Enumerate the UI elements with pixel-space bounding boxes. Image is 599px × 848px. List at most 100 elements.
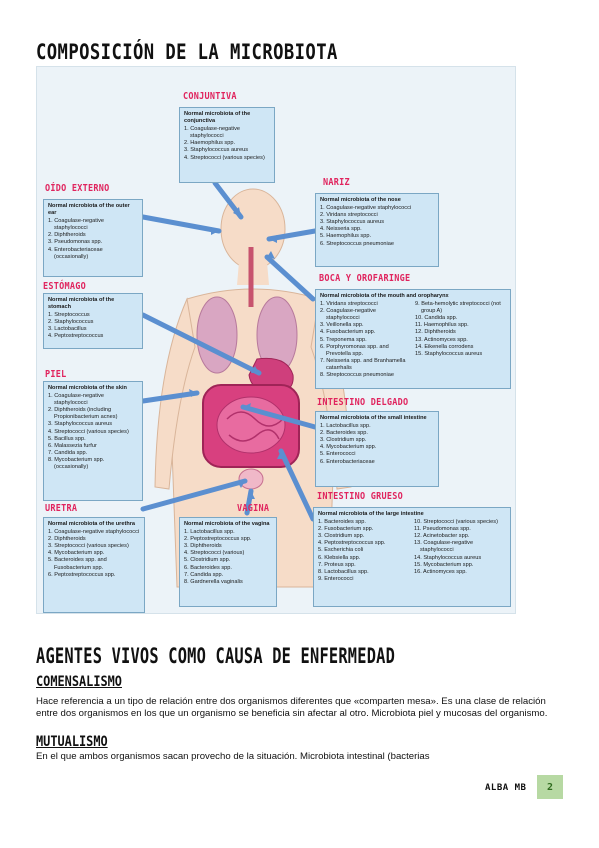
list-item: 4. Mycobacterium spp. xyxy=(320,444,377,451)
list-item: 7. Neisseria spp. and Branhamella catarr… xyxy=(320,357,406,371)
list-item: 2. Peptostreptococcus spp. xyxy=(184,536,252,543)
page-title: COMPOSICIÓN DE LA MICROBIOTA xyxy=(36,40,338,64)
comensalismo-paragraph: Hace referencia a un tipo de relación en… xyxy=(36,696,548,719)
list-item: 9. Enterococci xyxy=(318,575,354,582)
author-name: ALBA MB xyxy=(485,783,527,793)
small-intestine-box: Normal microbiota of the small intestine… xyxy=(315,411,439,487)
list-item: 8. Lactobacillus spp. xyxy=(318,568,369,575)
list-item: 6. Bacteroides spp. xyxy=(184,564,232,571)
list-item: 6. Klebsiella spp. xyxy=(318,554,361,561)
section-title: AGENTES VIVOS COMO CAUSA DE ENFERMEDAD xyxy=(36,644,396,668)
label-conjuntiva: CONJUNTIVA xyxy=(183,91,237,102)
stomach-box: Normal microbiota of the stomach 1. Stre… xyxy=(43,293,143,349)
list-item: 4. Enterobacteriaceae (occasionally) xyxy=(48,246,103,260)
label-nariz: NARIZ xyxy=(323,177,350,188)
list-item: 16. Actinomyces spp. xyxy=(414,568,467,575)
urethra-box-title: Normal microbiota of the urethra xyxy=(48,521,136,527)
list-item: 6. Porphyromonas spp. and Prevotella spp… xyxy=(320,343,389,357)
list-item: 13. Coagulase-negative staphylococci xyxy=(414,540,474,554)
list-item: 12. Acinetobacter spp. xyxy=(414,533,470,540)
skin-box-title: Normal microbiota of the skin xyxy=(48,385,127,391)
list-item: 7. Proteus spp. xyxy=(318,561,356,568)
list-item: 2. Staphylococcus xyxy=(48,319,94,326)
list-item: 8. Mycobacterium spp. (occasionally) xyxy=(48,456,105,471)
label-estomago: ESTÓMAGO xyxy=(43,281,86,292)
list-item: 5. Bacteroides spp. and Fusobacterium sp… xyxy=(48,557,107,571)
conjunctiva-box-title: Normal microbiota of the conjunctiva xyxy=(184,111,251,125)
list-item: 15. Mycobacterium spp. xyxy=(414,561,474,568)
list-item: 1. Lactobacillus spp. xyxy=(320,423,371,430)
list-item: 2. Viridans streptococci xyxy=(320,212,378,219)
list-item: 6. Malassezia furfur xyxy=(48,442,97,449)
microbiota-figure: CONJUNTIVA OÍDO EXTERNO NARIZ BOCA Y ORO… xyxy=(36,66,516,614)
list-item: 8. Gardnerella vaginalis xyxy=(184,578,243,585)
list-item: 10. Streptococci (various species) xyxy=(414,519,498,526)
list-item: 1. Viridans streptococci xyxy=(320,301,378,308)
page-number: 2 xyxy=(537,775,563,799)
label-intestino-delgado: INTESTINO DELGADO xyxy=(317,397,409,408)
list-item: 7. Candida spp. xyxy=(184,571,224,578)
comensalismo-heading: COMENSALISMO xyxy=(36,674,122,690)
list-item: 1. Coagulase-negative staphylococci xyxy=(48,393,104,407)
large-intestine-box: Normal microbiota of the large intestine… xyxy=(313,507,511,607)
list-item: 4. Fusobacterium spp. xyxy=(320,329,376,336)
list-item: 5. Treponema spp. xyxy=(320,336,367,343)
label-piel: PIEL xyxy=(45,369,67,380)
list-item: 5. Haemophilus spp. xyxy=(320,233,371,240)
label-oido-externo: OÍDO EXTERNO xyxy=(45,183,110,194)
list-item: 5. Clostridium spp. xyxy=(184,557,231,564)
list-item: 5. Enterococci xyxy=(320,451,356,458)
list-item: 4. Mycobacterium spp. xyxy=(48,550,105,557)
list-item: 14. Eikenella corrodens xyxy=(415,343,474,350)
list-item: 12. Diphtheroids xyxy=(415,329,456,336)
list-item: 4. Neisseria spp. xyxy=(320,226,362,233)
list-item: 4. Peptostreptococcus xyxy=(48,333,104,340)
list-item: 10. Candida spp. xyxy=(415,315,458,322)
list-item: 6. Enterobacteriaceae xyxy=(320,458,375,465)
list-item: 1. Coagulase-negative staphylococci xyxy=(48,218,104,232)
list-item: 14. Staphylococcus aureus xyxy=(414,554,482,561)
mutualismo-heading: MUTUALISMO xyxy=(36,734,108,750)
list-item: 4. Streptococci (various species) xyxy=(184,154,265,161)
list-item: 13. Actinomyces spp. xyxy=(415,336,468,343)
vagina-box-title: Normal microbiota of the vagina xyxy=(184,521,270,527)
mouth-box: Normal microbiota of the mouth and oroph… xyxy=(315,289,511,389)
list-item: 3. Lactobacillus xyxy=(48,326,87,333)
mouth-box-title: Normal microbiota of the mouth and oroph… xyxy=(320,293,449,299)
list-item: 2. Bacteroides spp. xyxy=(320,430,368,437)
list-item: 4. Streptococci (various species) xyxy=(48,428,129,435)
list-item: 2. Diphtheroids xyxy=(48,232,86,239)
list-item: 6. Peptostreptococcus spp. xyxy=(48,571,116,578)
list-item: 3. Staphylococcus aureus xyxy=(320,219,385,226)
list-item: 3. Staphylococcus aureus xyxy=(184,147,249,154)
conjunctiva-box: Normal microbiota of the conjunctiva 1. … xyxy=(179,107,275,183)
list-item: 3. Diphtheroids xyxy=(184,543,222,550)
outer-ear-box-title: Normal microbiota of the outer ear xyxy=(48,203,130,217)
list-item: 2. Fusobacterium spp. xyxy=(318,526,374,533)
label-intestino-grueso: INTESTINO GRUESO xyxy=(317,491,403,502)
list-item: 2. Coagulase-negative staphylococci xyxy=(320,308,376,322)
label-uretra: URETRA xyxy=(45,503,78,514)
list-item: 5. Escherichia coli xyxy=(318,547,364,554)
small-intestine-box-title: Normal microbiota of the small intestine xyxy=(320,415,427,421)
list-item: 5. Bacillus spp. xyxy=(48,435,86,442)
skin-box: Normal microbiota of the skin 1. Coagula… xyxy=(43,381,143,501)
nose-box-title: Normal microbiota of the nose xyxy=(320,197,401,203)
list-item: 4. Streptococci (various) xyxy=(184,550,245,557)
label-vagina: VAGINA xyxy=(237,503,270,514)
list-item: 11. Haemophilus spp. xyxy=(415,322,469,329)
nose-box: Normal microbiota of the nose 1. Coagula… xyxy=(315,193,439,267)
list-item: 1. Bacteroides spp. xyxy=(318,519,366,526)
list-item: 4. Peptostreptococcus spp. xyxy=(318,540,386,547)
list-item: 11. Pseudomonas spp. xyxy=(414,526,471,533)
list-item: 1. Lactobacillus spp. xyxy=(184,529,235,536)
list-item: 6. Streptococcus pneumoniae xyxy=(320,240,395,247)
list-item: 2. Diphtheroids (including Propionibacte… xyxy=(48,407,118,421)
list-item: 9. Beta-hemolytic streptococci (not grou… xyxy=(415,301,501,315)
list-item: 15. Staphylococcus aureus xyxy=(415,350,483,357)
list-item: 3. Veillonella spp. xyxy=(320,322,364,329)
list-item: 2. Diphtheroids xyxy=(48,536,86,543)
list-item: 1. Streptococcus xyxy=(48,312,90,319)
list-item: 3. Streptococci (various species) xyxy=(48,543,129,550)
urethra-box: Normal microbiota of the urethra 1. Coag… xyxy=(43,517,145,613)
